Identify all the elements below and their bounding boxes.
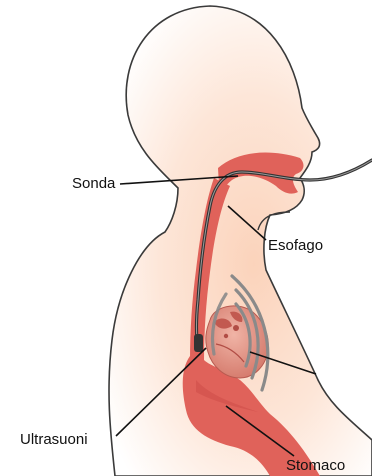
label-stomaco: Stomaco [286,458,345,473]
probe-tip [194,334,203,352]
label-esofago: Esofago [268,238,323,253]
label-ultrasuoni: Ultrasuoni [20,432,88,447]
label-sonda: Sonda [72,176,115,191]
